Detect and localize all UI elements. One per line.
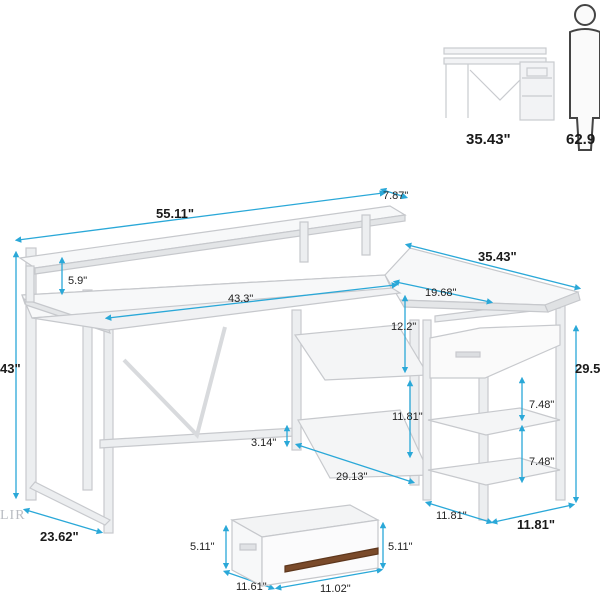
side-inner-width-label: 19.68" — [425, 287, 457, 299]
drawer-depth-label: 11.02" — [320, 583, 351, 595]
drawer-width-label: 11.61" — [236, 581, 267, 593]
riser-height-label: 5.9" — [68, 275, 88, 287]
shelf-depth-label: 7.87" — [383, 190, 409, 202]
drawer-detail — [230, 504, 380, 587]
cabinet-shelf-2-label: 7.48" — [529, 456, 555, 468]
cabinet-depth-label: 11.81" — [436, 510, 467, 522]
shelf-length-label: 29.13" — [336, 471, 368, 483]
cabinet-shelf-1-label: 7.48" — [529, 399, 555, 411]
desktop-width-label: 43.3" — [228, 293, 254, 305]
side-height-label: 29.5 — [575, 361, 600, 376]
wood-strip — [284, 547, 379, 573]
scale-desk-height-label: 35.43" — [466, 131, 511, 148]
bottom-clearance-label: 3.14" — [251, 437, 277, 449]
cabinet-width-label: 11.81" — [517, 517, 555, 532]
lower-shelf-height-label: 11.81" — [392, 411, 423, 423]
scale-person-height-label: 62.9 — [566, 131, 596, 148]
brand-watermark: LIR — [0, 508, 26, 523]
side-length-label: 35.43" — [478, 249, 517, 264]
top-width-label: 55.11" — [156, 206, 194, 221]
desk-height-label: 43" — [0, 361, 21, 376]
desk-frame — [25, 247, 566, 534]
desk-thumbnail-icon — [443, 47, 555, 121]
desk-depth-label: 23.62" — [40, 529, 79, 544]
drawer-height-right-label: 5.11" — [388, 541, 413, 553]
person-silhouette-icon — [569, 4, 600, 151]
upper-shelf-height-label: 12.2" — [391, 321, 417, 333]
drawer-height-left-label: 5.11" — [190, 541, 215, 553]
dimension-lines — [12, 187, 582, 591]
